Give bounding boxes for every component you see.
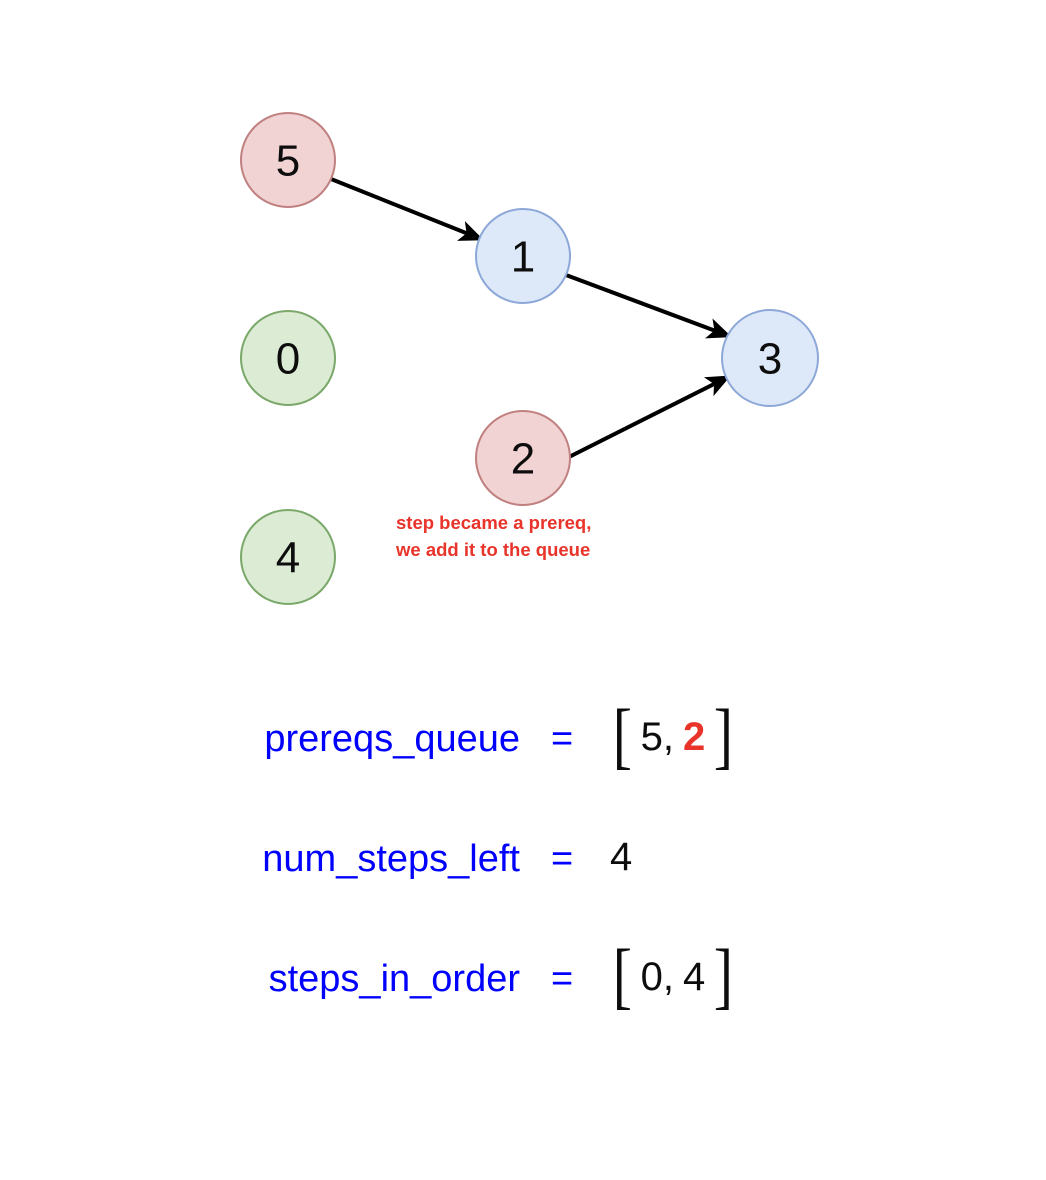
- variable-value: [0,4]: [610, 935, 736, 1018]
- variable-name: prereqs_queue: [264, 718, 520, 760]
- node-label-0: 0: [276, 335, 300, 384]
- equals-sign: =: [551, 838, 574, 880]
- variable-name: steps_in_order: [268, 958, 520, 1000]
- graph-node-1[interactable]: 1: [475, 208, 571, 304]
- node-circle-4: [240, 509, 336, 605]
- variable-name: num_steps_left: [262, 838, 520, 880]
- node-label-2: 2: [511, 435, 535, 484]
- annotation-line-1: step became a prereq,: [396, 512, 592, 533]
- bracket-open: [: [612, 695, 632, 778]
- dependency-graph: 5 1 3 0 2 4: [240, 112, 819, 605]
- equals-sign: =: [551, 718, 574, 760]
- graph-node-4[interactable]: 4: [240, 509, 336, 605]
- list-item: 0: [640, 954, 663, 999]
- node-circle-5: [240, 112, 336, 208]
- graph-node-0[interactable]: 0: [240, 310, 336, 406]
- node-circle-3: [721, 309, 819, 407]
- variable-row: steps_in_order = [0,4]: [0, 935, 1046, 1060]
- node-label-5: 5: [276, 137, 300, 186]
- node-circle-0: [240, 310, 336, 406]
- node-label-1: 1: [511, 233, 535, 282]
- list-item: 4: [683, 954, 706, 999]
- variable-row: prereqs_queue = [5,2]: [0, 695, 1046, 820]
- list-item: 2: [683, 714, 706, 759]
- graph-node-2[interactable]: 2: [475, 410, 571, 506]
- node-circle-1: [475, 208, 571, 304]
- edge-5-to-1: [330, 177, 484, 241]
- list-separator: ,: [662, 714, 675, 759]
- edge-1-to-3: [565, 273, 732, 339]
- variable-value: [5,2]: [610, 695, 736, 778]
- variable-value: 4: [610, 820, 632, 894]
- node-label-3: 3: [758, 335, 782, 384]
- nodes-layer: 5 1 3 0 2 4: [240, 112, 819, 605]
- graph-node-5[interactable]: 5: [240, 112, 336, 208]
- edges-layer: [330, 177, 732, 460]
- node-circle-2: [475, 410, 571, 506]
- edge-2-to-3: [566, 375, 731, 460]
- bracket-close: ]: [713, 935, 734, 1018]
- annotation-line-2: we add it to the queue: [396, 539, 591, 560]
- equals-sign: =: [551, 958, 574, 1000]
- node-label-4: 4: [276, 534, 300, 583]
- list-separator: ,: [662, 954, 675, 999]
- queue-annotation: step became a prereq, we add it to the q…: [396, 509, 591, 563]
- list-item: 5: [640, 714, 663, 759]
- variable-row: num_steps_left = 4: [0, 820, 1046, 940]
- scalar-value: 4: [610, 834, 633, 879]
- bracket-close: ]: [713, 695, 734, 778]
- graph-node-3[interactable]: 3: [721, 309, 819, 407]
- bracket-open: [: [612, 935, 632, 1018]
